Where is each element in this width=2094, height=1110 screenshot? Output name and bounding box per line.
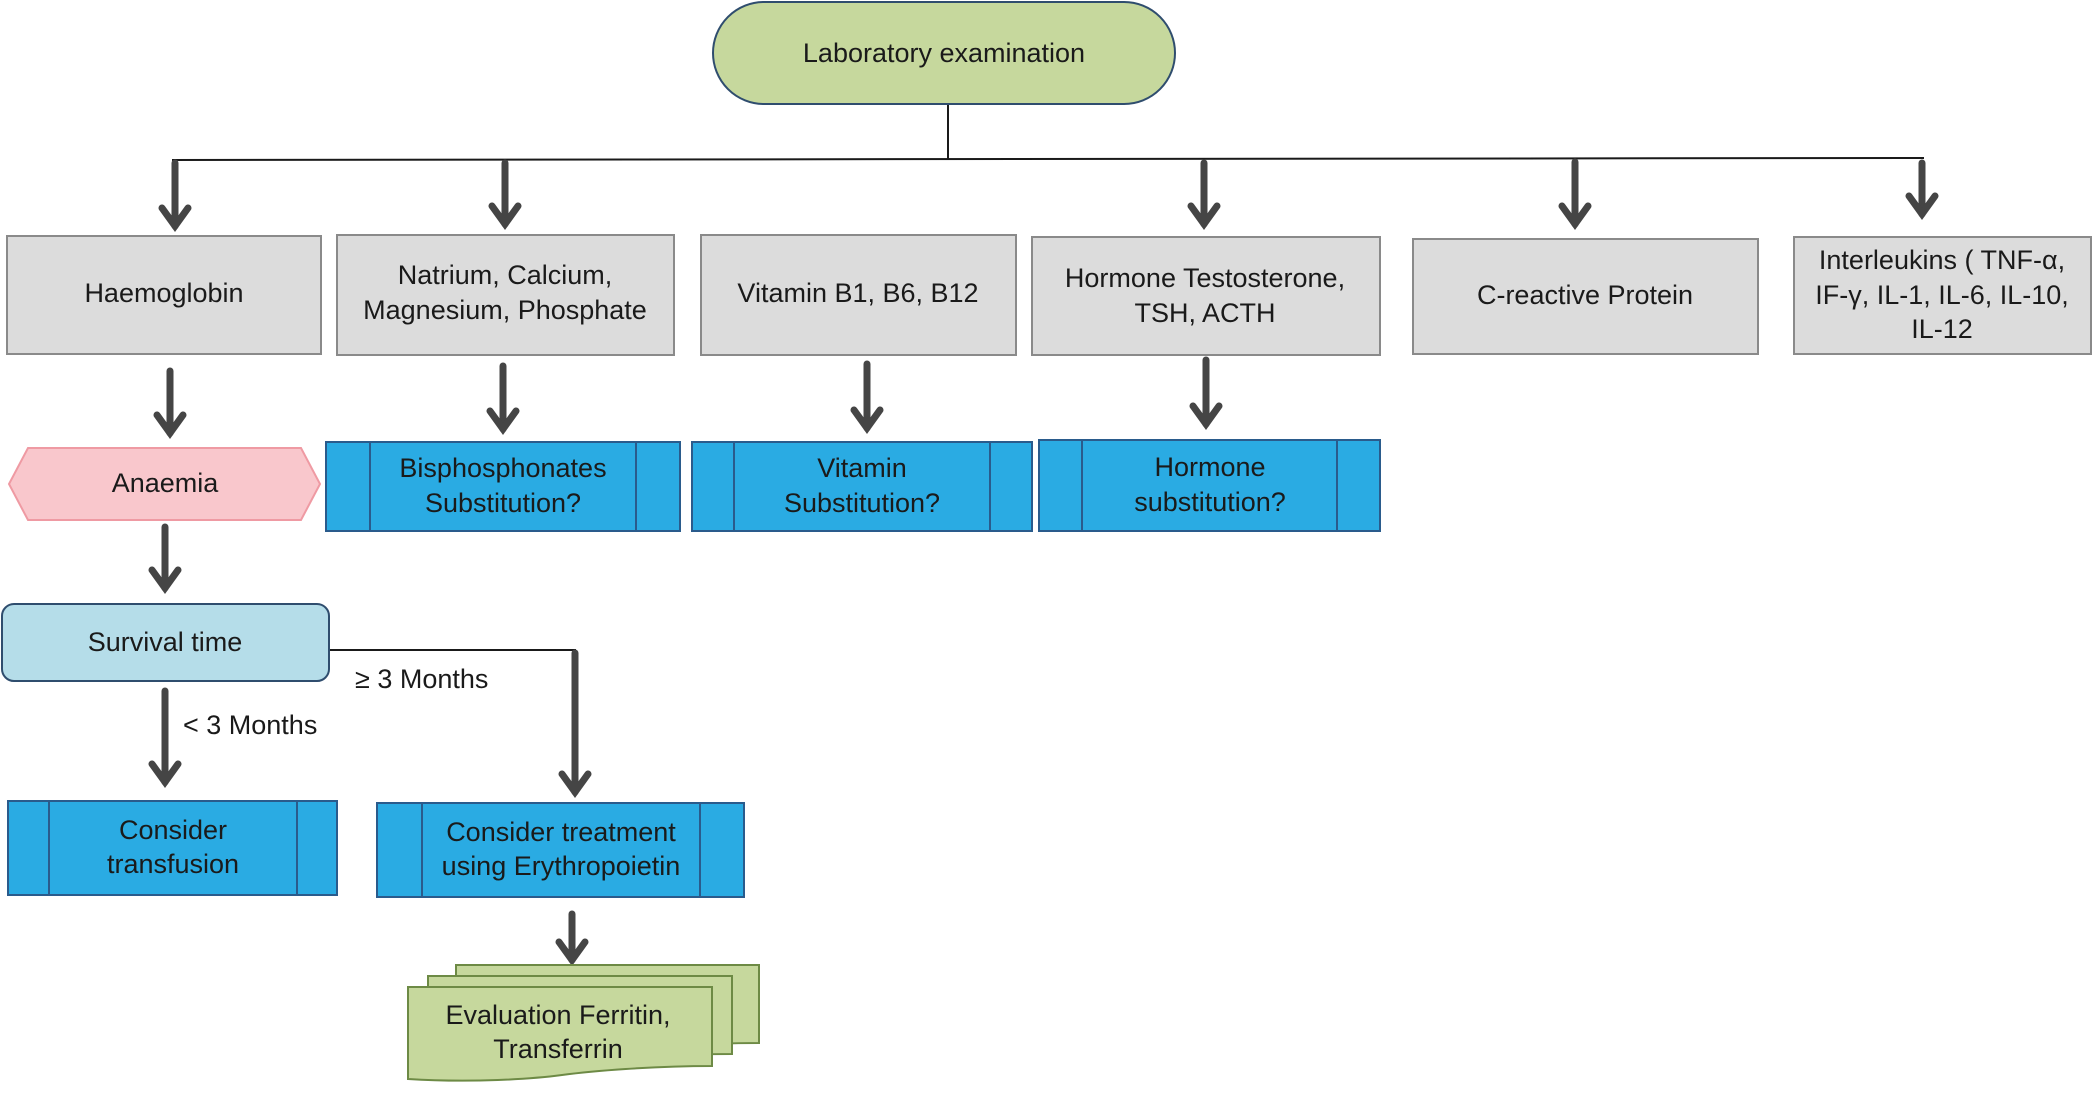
arrow-to-hormone-sub [1189,356,1223,430]
hormone-sub-label-line2: substitution? [1134,487,1286,517]
arrow-to-crp [1558,158,1592,230]
vitamin-sub-label-line1: Vitamin [817,453,907,483]
arrow-to-survival [148,523,182,594]
bisphosphonates-node: Bisphosphonates Substitution? [325,441,681,532]
epo-label-line2: using Erythropoietin [442,851,681,881]
ferritin-label-line1: Evaluation Ferritin, [445,1000,670,1030]
connectors [171,105,1925,660]
arrow-to-interleukins [1905,159,1939,220]
ferritin-label-line2: Transferrin [493,1034,623,1064]
bisphosphonates-label-line1: Bisphosphonates [399,453,606,483]
bisphosphonates-label-line2: Substitution? [425,488,581,518]
hormone-sub-node: Hormone substitution? [1038,439,1381,532]
arrow-to-epo [558,649,592,798]
vitamin-sub-label-line2: Substitution? [784,488,940,518]
crp-label: C-reactive Protein [1477,280,1693,310]
haemoglobin-label: Haemoglobin [84,278,243,308]
arrow-to-vitamin-sub [850,360,884,434]
vitamins-node: Vitamin B1, B6, B12 [700,234,1017,356]
electrolytes-label-line1: Natrium, Calcium, [398,260,613,290]
edge-label-less-3-months: < 3 Months [183,710,317,740]
epo-label-line1: Consider treatment [446,817,676,847]
arrow-to-transfusion [148,687,182,788]
interleukins-label-line3: IL-12 [1911,314,1973,344]
anaemia-node: Anaemia [7,447,322,521]
vitamins-label: Vitamin B1, B6, B12 [737,278,978,308]
arrow-to-bisphosphonates [486,362,520,435]
edge-label-greater-3-months: ≥ 3 Months [355,664,488,694]
interleukins-node: Interleukins ( TNF-α, IF-γ, IL-1, IL-6, … [1793,236,2092,355]
transfusion-node: Consider transfusion [7,800,338,896]
survival-label: Survival time [88,627,243,657]
hormone-sub-label-line1: Hormone [1154,452,1265,482]
ferritin-node: Evaluation Ferritin, Transferrin [407,964,760,1082]
distribution-bar [171,157,1925,161]
vitamin-sub-node: Vitamin Substitution? [691,441,1033,532]
hormones-label-line1: Hormone Testosterone, [1065,263,1345,293]
survival-node: Survival time [1,603,330,682]
crp-node: C-reactive Protein [1412,238,1759,355]
arrow-to-hormones [1187,159,1221,230]
transfusion-label-line2: transfusion [107,849,239,879]
lab-exam-node: Laboratory examination [712,1,1176,105]
electrolytes-node: Natrium, Calcium, Magnesium, Phosphate [336,234,675,356]
epo-node: Consider treatment using Erythropoietin [376,802,745,898]
lab-exam-label: Laboratory examination [803,38,1085,68]
arrow-to-ferritin [555,910,589,966]
hormones-label-line2: TSH, ACTH [1134,298,1275,328]
anaemia-label: Anaemia [112,468,220,498]
transfusion-label-line1: Consider [119,815,227,845]
arrow-to-electrolytes [488,159,522,230]
hormones-node: Hormone Testosterone, TSH, ACTH [1031,236,1381,356]
arrow-to-haemoglobin [158,159,192,232]
haemoglobin-node: Haemoglobin [6,235,322,355]
interleukins-label-line1: Interleukins ( TNF-α, [1819,245,2065,275]
survival-to-epo-branch [330,649,576,660]
electrolytes-label-line2: Magnesium, Phosphate [363,295,647,325]
interleukins-label-line2: IF-γ, IL-1, IL-6, IL-10, [1815,280,2069,310]
arrow-to-anaemia [153,367,187,439]
arrows [148,158,1939,966]
